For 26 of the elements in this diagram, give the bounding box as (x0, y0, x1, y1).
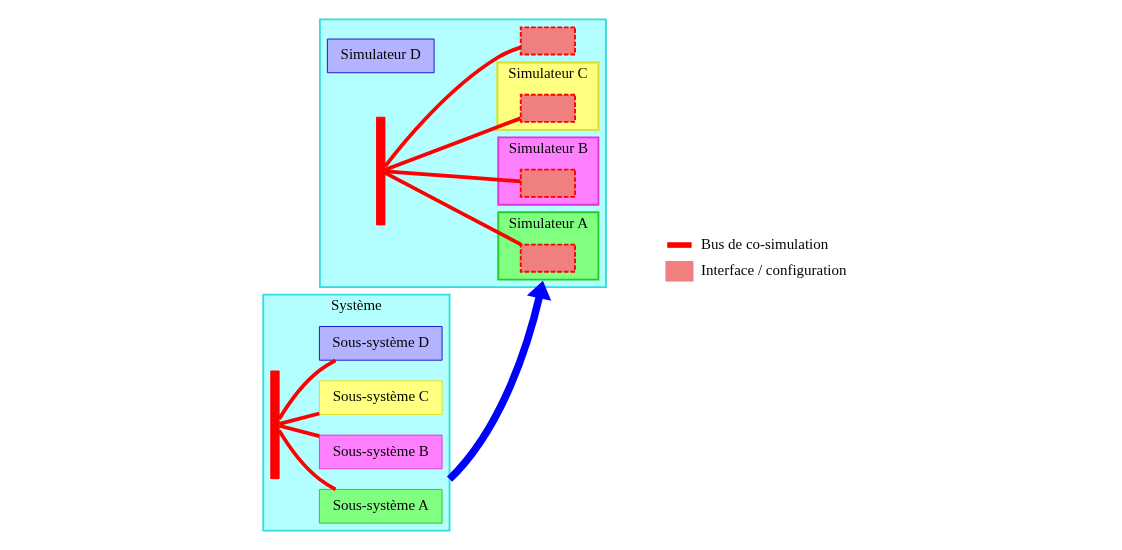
legend-label: Bus de co-simulation (700, 235, 829, 252)
connector (384, 116, 522, 172)
connector (384, 171, 522, 247)
arrow (446, 280, 552, 482)
connector (383, 45, 522, 168)
cluster: Simulateur A (497, 211, 600, 281)
connector (278, 411, 320, 426)
node-box: Simulateur D (326, 38, 435, 74)
connector (385, 169, 521, 184)
node-box: Sous-système B (318, 434, 443, 470)
cluster: Simulateur C (496, 61, 600, 131)
connector (277, 429, 337, 491)
legend-label: Interface / configuration (700, 261, 847, 278)
node-box (519, 168, 576, 198)
node-box: Sous-système D (318, 326, 443, 361)
node-box (519, 243, 576, 273)
cluster: Simulateur B (497, 136, 600, 206)
node-box: Sous-système A (318, 488, 443, 524)
node-bar (376, 116, 386, 226)
node-box (519, 93, 576, 123)
connector (278, 423, 320, 438)
node-box (519, 26, 576, 56)
node-bar (270, 370, 280, 480)
connector (277, 358, 337, 420)
node-box: Sous-système C (318, 380, 443, 415)
cluster (318, 18, 607, 289)
